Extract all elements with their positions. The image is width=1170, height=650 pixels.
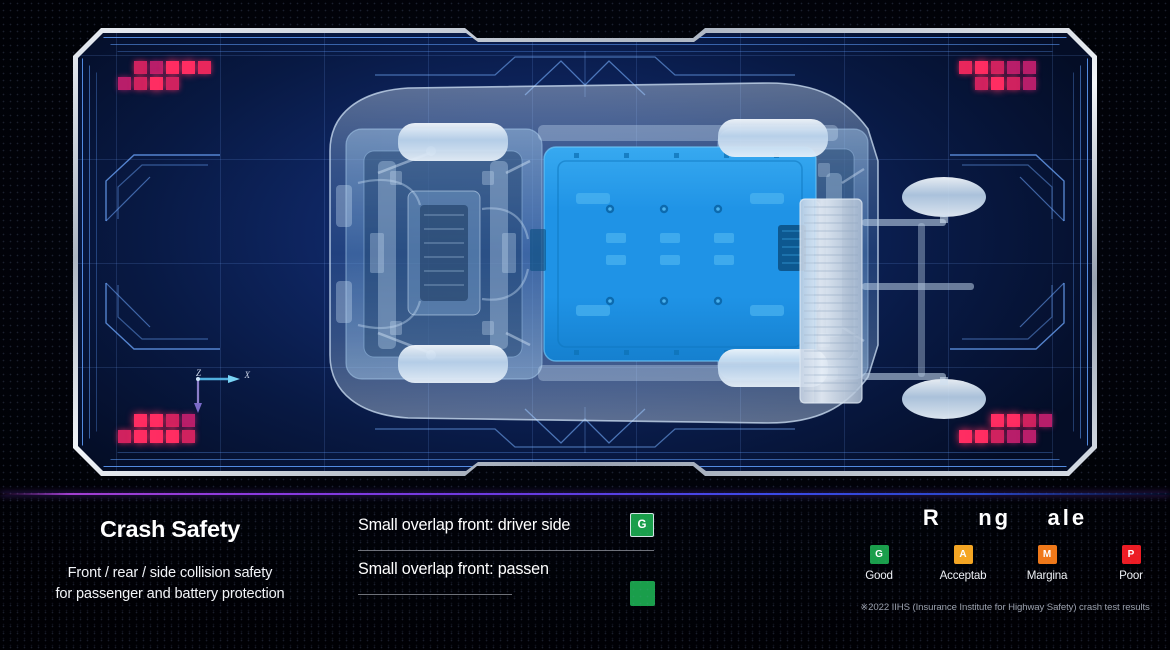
- section-divider: [0, 493, 1170, 495]
- rating-scale-items: G Good A Acceptab M Margina P Poor: [840, 545, 1170, 582]
- barrier-trolley: [862, 177, 986, 419]
- criteria-rule-2: [358, 594, 512, 595]
- high-voltage-battery-pack: [530, 147, 816, 361]
- criteria-rule-1: [358, 550, 654, 551]
- criteria-label-1: Small overlap front: driver side: [358, 516, 571, 534]
- vehicle-wheels: [398, 119, 828, 387]
- deformable-crash-barrier: [800, 199, 862, 403]
- vehicle-underbody-xray-top-view: [78, 33, 1092, 471]
- criteria-row-1[interactable]: Small overlap front: driver side: [358, 514, 668, 558]
- page-subtitle-line-2: for passenger and battery protection: [55, 586, 285, 603]
- rating-label-poor: Poor: [1119, 569, 1143, 582]
- rating-label-good: Good: [865, 569, 893, 582]
- rating-chip-poor: P: [1121, 545, 1141, 564]
- headline-block: Crash Safety Front / rear / side collisi…: [0, 495, 340, 606]
- rating-scale-item-acceptable[interactable]: A Acceptab: [935, 545, 991, 582]
- rating-scale-footnote: ※2022 IIHS (Insurance Institute for High…: [860, 602, 1150, 613]
- axis-gizmo: Z X: [188, 369, 250, 413]
- axis-gizmo-z-label: Z: [196, 368, 202, 378]
- criteria-rating-badge-2[interactable]: [630, 581, 655, 606]
- criteria-rating-badge-1[interactable]: G: [630, 513, 654, 537]
- page-subtitle: Front / rear / side collision safety for…: [0, 563, 340, 606]
- rating-scale-title: R ng ale: [922, 505, 1088, 530]
- rating-label-marginal: Margina: [1026, 569, 1068, 582]
- page-subtitle-line-1: Front / rear / side collision safety: [67, 565, 273, 581]
- rating-scale-item-poor[interactable]: P Poor: [1103, 545, 1159, 582]
- rating-chip-acceptable: A: [953, 545, 973, 564]
- rating-scale-item-marginal[interactable]: M Margina: [1019, 545, 1075, 582]
- front-subframe-detail: [336, 129, 542, 379]
- hud-panel: Z X: [73, 28, 1097, 476]
- criteria-row-2[interactable]: Small overlap front: passen: [358, 558, 668, 602]
- axis-gizmo-x-label: X: [244, 370, 250, 380]
- rating-chip-good: G: [869, 545, 889, 564]
- rating-chip-marginal: M: [1037, 545, 1057, 564]
- criteria-list: Small overlap front: driver side Small o…: [358, 513, 668, 606]
- bottom-section: Crash Safety Front / rear / side collisi…: [0, 495, 1170, 650]
- hud-interior: Z X: [78, 33, 1092, 471]
- rating-scale-block: R ng ale G Good A Acceptab M Margina P P…: [840, 505, 1170, 613]
- rating-label-acceptable: Acceptab: [939, 569, 987, 582]
- rating-scale-item-good[interactable]: G Good: [851, 545, 907, 582]
- page-title: Crash Safety: [99, 516, 241, 542]
- criteria-label-2: Small overlap front: passen: [358, 560, 549, 578]
